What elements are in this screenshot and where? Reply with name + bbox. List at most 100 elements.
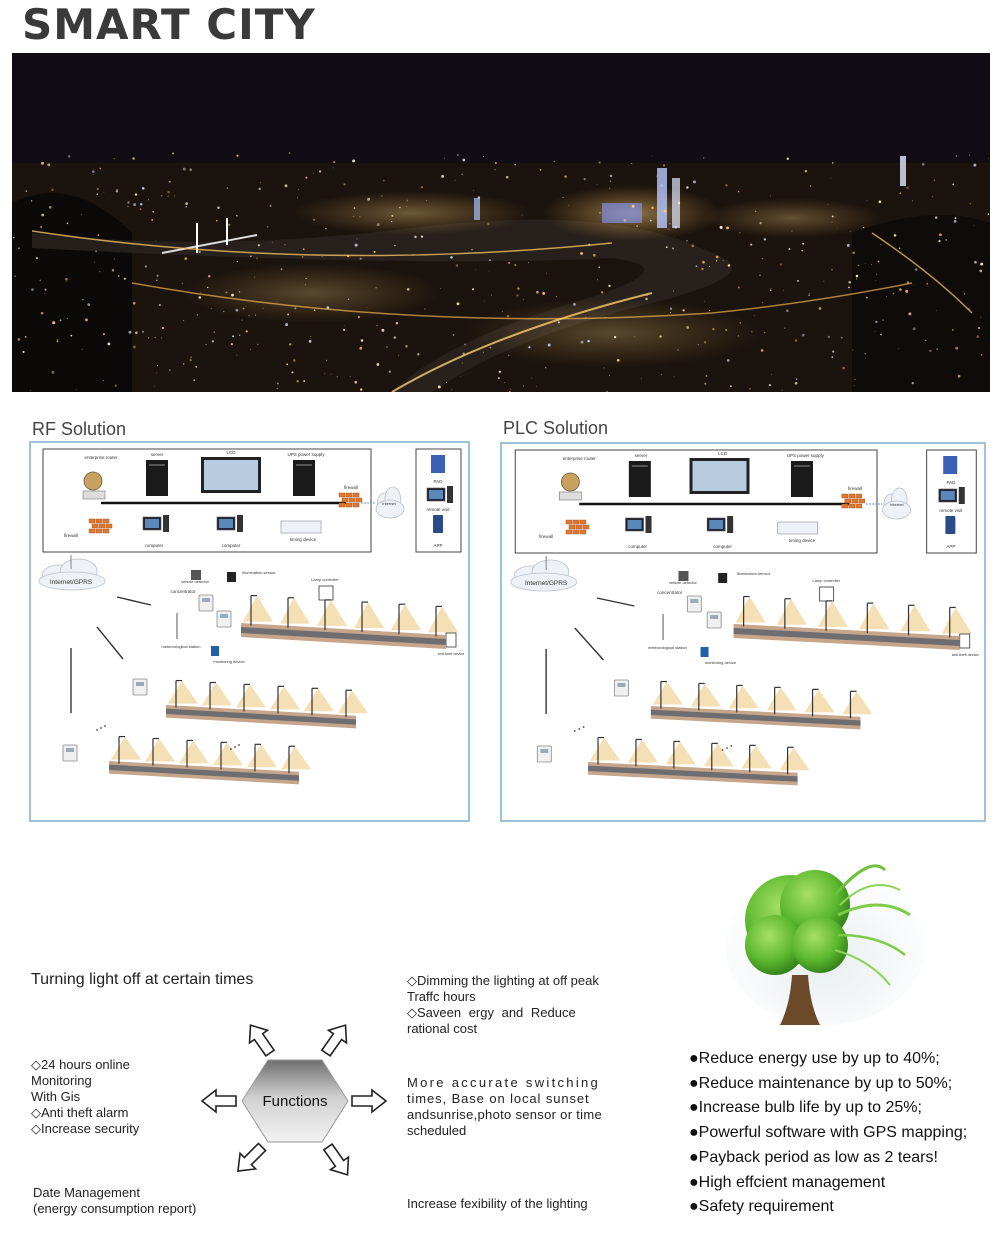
ellipsis-dot <box>104 725 106 727</box>
label-concentrator: concentrator <box>657 590 683 595</box>
ellipsis-dot <box>234 746 236 748</box>
light-cone <box>728 685 759 709</box>
label-server: server <box>635 453 648 458</box>
concentrator-box-screen <box>710 615 719 619</box>
ellipsis-dot <box>730 745 733 747</box>
arrow-right <box>351 1089 387 1113</box>
label-ups: UPS power supply <box>287 452 325 457</box>
light-cone <box>428 606 458 633</box>
controller-unit-screen <box>617 683 626 687</box>
internet-cloud-icon <box>375 486 405 519</box>
concentrator-box <box>706 611 722 629</box>
label-remote: remote visit <box>426 507 450 512</box>
street-lane <box>166 708 356 725</box>
label-timing: timing device <box>290 537 317 542</box>
ellipsis-dot <box>721 749 724 751</box>
concentrator-box <box>216 610 232 628</box>
remote-pc-screen <box>429 490 443 499</box>
computer-2-screen <box>219 519 233 528</box>
accurate-line-1: More accurate switching <box>407 1075 601 1090</box>
label-internet_small: Internet <box>890 502 904 507</box>
ups-icon <box>293 460 315 496</box>
tree-graphic <box>725 864 925 1025</box>
controller-unit <box>132 678 148 696</box>
label-cloud: Internet/GPRS <box>525 580 568 587</box>
label-computer1: computer <box>628 544 647 549</box>
label-meteo: meteorological station <box>162 644 201 649</box>
light-cone <box>338 690 368 714</box>
online-line-1: ◇24 hours online <box>31 1057 130 1072</box>
light-cone <box>317 599 347 626</box>
monitoring-device-icon <box>700 647 709 657</box>
server-room-frame <box>514 449 878 554</box>
label-router: enterprise router <box>563 456 597 461</box>
dimming-text: ◇Dimming the lighting at off peak Traffc… <box>407 973 599 1037</box>
label-vehicle: vehicle detector <box>669 580 698 585</box>
server-room-frame <box>42 448 372 553</box>
ups-icon <box>790 461 813 497</box>
arrow-up-right <box>316 1018 356 1061</box>
light-cone <box>900 605 931 632</box>
benefit-item: ●Reduce energy use by up to 40%; <box>689 1050 940 1067</box>
lcd-screen <box>204 460 258 490</box>
computer-2-tower <box>237 515 243 532</box>
light-cone <box>111 736 141 760</box>
light-cone <box>703 743 734 767</box>
phone-icon <box>433 515 443 533</box>
flexibility-text: Increase fexibility of the lighting <box>407 1196 588 1211</box>
street-lane <box>241 627 446 645</box>
internet-cloud-icon <box>882 487 911 520</box>
light-cone <box>168 680 198 704</box>
page-title: SMART CITY <box>22 0 316 49</box>
label-timing: timing device <box>789 538 816 543</box>
benefit-item: ●High effcient management <box>689 1173 886 1191</box>
remote-pc-tower <box>447 486 453 503</box>
computer-1-screen <box>145 519 159 528</box>
functions-hexagon <box>241 1059 349 1143</box>
accurate-line-3: andsunrise,photo sensor or time <box>407 1107 603 1122</box>
controller-unit-screen <box>66 748 74 752</box>
ellipsis-dot <box>238 744 240 746</box>
online-monitoring-text: ◇24 hours online Monitoring With Gis ◇An… <box>31 1057 139 1137</box>
lcd-screen <box>692 461 747 491</box>
light-cone <box>627 739 658 763</box>
remote-access-frame <box>926 449 977 554</box>
label-server: server <box>151 452 164 457</box>
date-management-text: Date Management (energy consumption repo… <box>33 1185 196 1217</box>
lamp-controller-icon <box>318 585 334 601</box>
label-vehicle: vehicle detector <box>181 579 210 584</box>
label-monitor: monitoring device <box>705 660 737 665</box>
functions-diagram: Functions <box>201 1018 387 1182</box>
controller-unit <box>536 745 552 763</box>
dimming-line-1: ◇Dimming the lighting at off peak <box>407 973 599 988</box>
online-line-3: With Gis <box>31 1089 81 1104</box>
anti-theft-icon <box>959 633 971 649</box>
label-router: enterprise router <box>84 455 118 460</box>
street-lane <box>733 628 960 646</box>
benefit-item: ●Safety requirement <box>689 1198 834 1216</box>
router-globe-icon <box>560 472 580 492</box>
firewall-icon <box>565 519 590 535</box>
signal-arrow <box>574 627 604 661</box>
online-line-4: ◇Anti theft alarm <box>31 1105 129 1120</box>
lamp-controller-icon <box>819 586 835 602</box>
vehicle-detector-icon <box>191 570 201 580</box>
green-tree-illustration <box>720 835 930 1025</box>
ellipsis-dot <box>230 748 232 750</box>
computer-1-tower <box>163 515 169 532</box>
light-cone <box>779 747 810 771</box>
light-cone <box>243 595 273 622</box>
light-cone <box>590 737 621 761</box>
benefits-list: ●Reduce energy use by up to 40%; ●Reduce… <box>689 1047 967 1220</box>
controller-unit-screen <box>136 682 144 686</box>
router-icon <box>82 490 106 500</box>
arrow-up-left <box>240 1018 280 1061</box>
firewall-icon <box>338 492 363 508</box>
pad-icon <box>943 456 958 474</box>
light-cone <box>202 682 232 706</box>
turning-off-text: Turning light off at certain times <box>31 971 254 988</box>
light-cone <box>735 596 766 623</box>
